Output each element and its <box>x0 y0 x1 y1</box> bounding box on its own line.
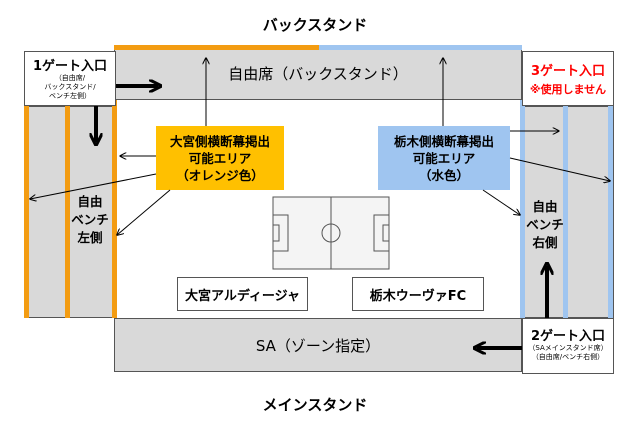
omiya-strip-back <box>114 45 319 50</box>
back-stand-area: 自由席（バックスタンド） <box>114 47 522 100</box>
home-team-name: 大宮アルディージャ <box>184 288 301 304</box>
gate2-title: 2ゲート入口 <box>530 329 606 344</box>
back-stand-title: バックスタンド <box>262 16 368 34</box>
right-bench-line-1: 自由 <box>532 199 558 214</box>
away-team-name: 栃木ウーヴァFC <box>369 288 467 304</box>
left-bench-line-3: 左側 <box>77 230 103 245</box>
home-team-box: 大宮アルディージャ <box>177 277 308 311</box>
pitch-icon <box>272 196 390 270</box>
gate1-sub-1: （自由席/ <box>54 74 86 82</box>
gate2-sub-1: （SAメインスタンド席） <box>528 344 608 352</box>
tochigi-strip-right-2 <box>563 106 568 318</box>
tochigi-strip-right-3 <box>608 106 613 318</box>
gate1-title: 1ゲート入口 <box>32 59 108 74</box>
tochigi-zone-line-2: 可能エリア <box>412 150 476 166</box>
main-stand-title: メインスタンド <box>262 396 368 414</box>
away-team-box: 栃木ウーヴァFC <box>352 277 484 311</box>
gate3-title: 3ゲート入口 <box>530 64 606 79</box>
gate3-note: ※使用しません <box>529 83 607 96</box>
omiya-arrow-down-left <box>117 189 171 235</box>
omiya-zone-line-1: 大宮側横断幕掲出 <box>169 133 270 149</box>
tochigi-arrow-right-2 <box>509 157 610 181</box>
omiya-zone-line-3: （オレンジ色） <box>176 167 264 183</box>
tochigi-strip-right-1 <box>520 100 525 318</box>
tochigi-zone-line-3: （水色） <box>418 167 469 183</box>
sa-stand-label: SA（ゾーン指定） <box>255 336 381 355</box>
tochigi-arrow-down-right <box>482 189 520 215</box>
tochigi-strip-back <box>319 45 522 50</box>
left-bench-line-1: 自由 <box>77 194 103 209</box>
omiya-zone-line-2: 可能エリア <box>188 150 252 166</box>
gate1-box: 1ゲート入口 （自由席/ バックスタンド/ ベンチ左側） <box>24 51 116 106</box>
gate1-sub-2: バックスタンド/ <box>44 83 96 91</box>
omiya-strip-left-2 <box>65 106 70 318</box>
back-stand-label: 自由席（バックスタンド） <box>228 65 408 83</box>
gate1-sub-3: ベンチ左側） <box>49 92 91 100</box>
tochigi-zone-line-1: 栃木側横断幕掲出 <box>393 133 494 149</box>
left-bench-label: 自由 ベンチ 左側 <box>70 193 110 247</box>
right-bench-line-2: ベンチ <box>526 217 564 232</box>
right-bench-line-3: 右側 <box>532 235 558 250</box>
gate3-box: 3ゲート入口 ※使用しません <box>522 51 614 106</box>
omiya-strip-left-1 <box>24 106 29 318</box>
omiya-strip-left-3 <box>112 100 117 318</box>
tochigi-banner-zone: 栃木側横断幕掲出 可能エリア （水色） <box>378 126 510 190</box>
gate2-box: 2ゲート入口 （SAメインスタンド席） （自由席/ベンチ右側） <box>522 318 614 374</box>
gate2-sub-2: （自由席/ベンチ右側） <box>531 353 605 361</box>
right-bench-label: 自由 ベンチ 右側 <box>524 198 566 252</box>
omiya-banner-zone: 大宮側横断幕掲出 可能エリア （オレンジ色） <box>156 126 284 190</box>
omiya-arrow-far-left <box>30 173 157 199</box>
sa-stand-area: SA（ゾーン指定） <box>114 318 522 372</box>
left-bench-line-2: ベンチ <box>71 212 109 227</box>
